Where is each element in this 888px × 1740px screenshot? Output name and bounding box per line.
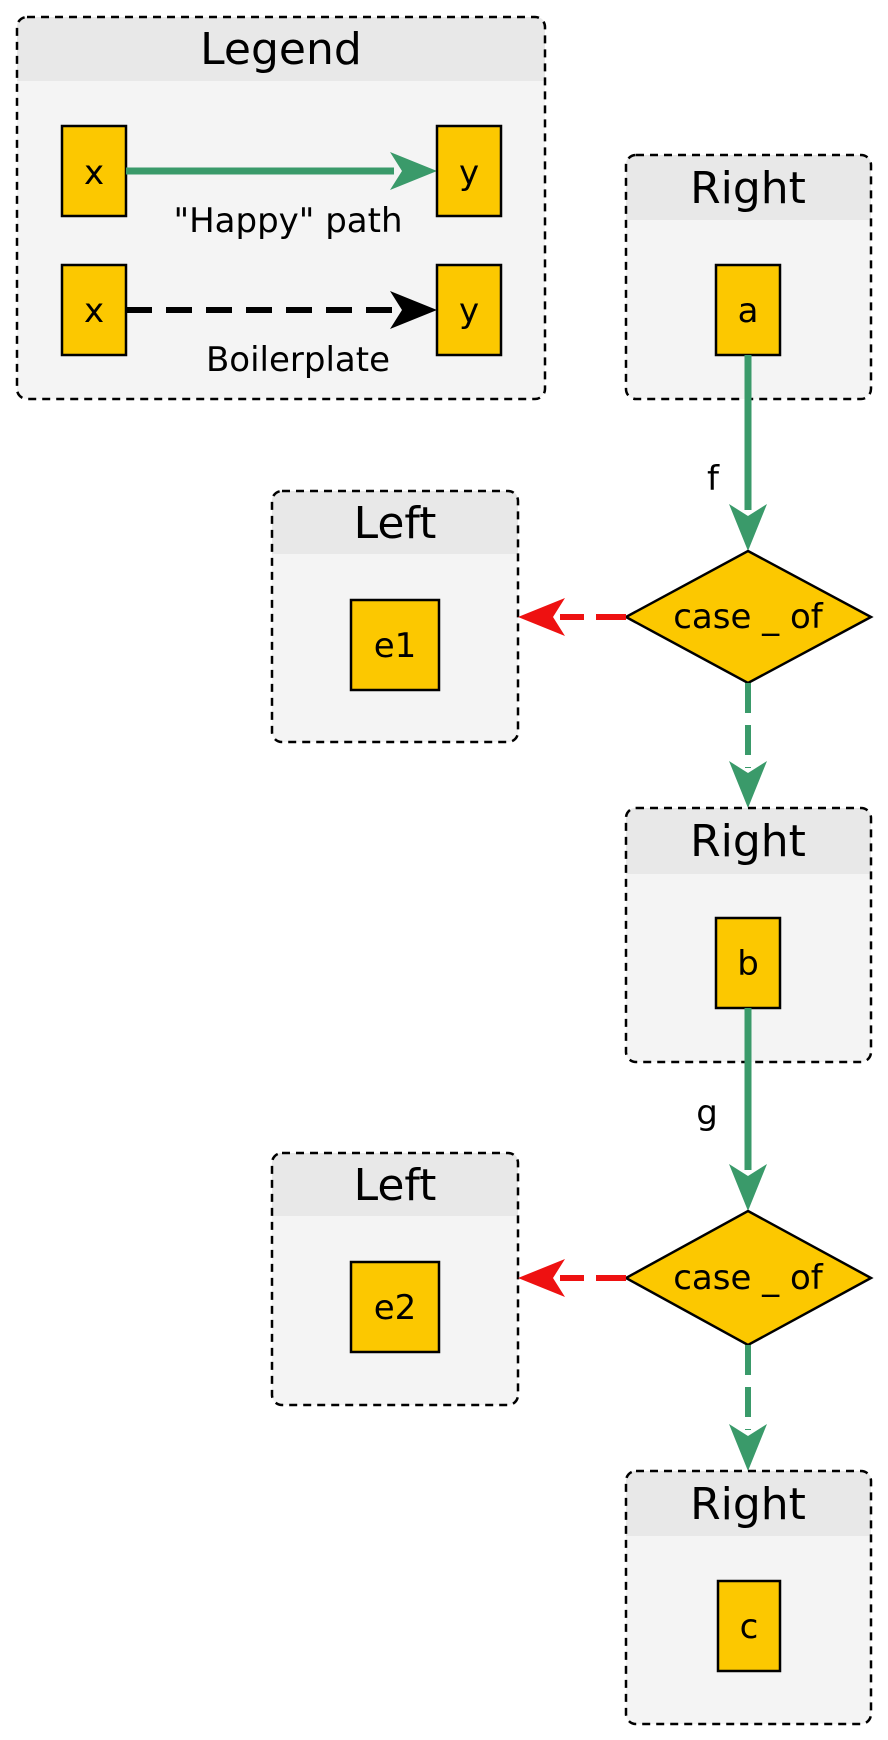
legend-happy-from-label: x: [84, 153, 104, 193]
legend-boiler-from-label: x: [84, 291, 104, 331]
right-cluster-c: Right c: [624, 1469, 873, 1726]
right-cluster-a: Right a: [624, 153, 873, 401]
node-e2-label: e2: [374, 1288, 417, 1328]
right-cluster-b: Right b: [624, 806, 873, 1064]
node-b: [714, 916, 782, 1010]
left-cluster-e1: Left e1: [270, 489, 520, 744]
node-e2: [349, 1260, 441, 1354]
node-e1: [349, 598, 441, 692]
edge-g-label: g: [696, 1093, 718, 1133]
legend-boiler-to-label: y: [459, 291, 479, 331]
legend-boiler-from-node: [60, 263, 128, 357]
right-title-b: Right: [690, 816, 806, 867]
edge-case2-left-arrowhead: [518, 1259, 565, 1297]
right-title-c: Right: [690, 1479, 806, 1530]
node-b-label: b: [737, 944, 759, 984]
left-cluster-e2: Left e2: [270, 1151, 520, 1407]
left-title-e2: Left: [354, 1160, 437, 1211]
node-c-label: c: [740, 1607, 759, 1647]
edge-case1-left-arrowhead: [518, 598, 565, 636]
legend-boiler-to-node: [435, 263, 503, 357]
decision-case-1-label: case _ of: [673, 597, 824, 637]
node-a-label: a: [738, 291, 759, 331]
node-c: [716, 1579, 782, 1673]
legend-happy-to-node: [435, 124, 503, 218]
right-title-a: Right: [690, 163, 806, 214]
edge-f-label: f: [707, 459, 720, 499]
legend-happy-arrowhead: [390, 152, 437, 190]
legend-happy-path-label: "Happy" path: [173, 201, 402, 241]
decision-case-1: case _ of: [623, 549, 874, 685]
legend: Legend x y "Happy" path x y Boilerplate: [15, 15, 547, 401]
edge-f-arrowhead: [729, 504, 767, 551]
decision-case-2-label: case _ of: [673, 1258, 824, 1298]
legend-boilerplate-label: Boilerplate: [206, 340, 390, 380]
decision-case-2: case _ of: [623, 1209, 874, 1347]
edge-case2-right-arrowhead: [729, 1424, 767, 1471]
legend-title: Legend: [200, 24, 362, 75]
node-a: [714, 263, 782, 357]
node-e1-label: e1: [374, 626, 417, 666]
left-title-e1: Left: [354, 498, 437, 549]
edge-g-arrowhead: [729, 1164, 767, 1211]
edge-case1-right-arrowhead: [729, 761, 767, 808]
legend-happy-to-label: y: [459, 153, 479, 193]
legend-boiler-arrowhead: [390, 291, 437, 329]
